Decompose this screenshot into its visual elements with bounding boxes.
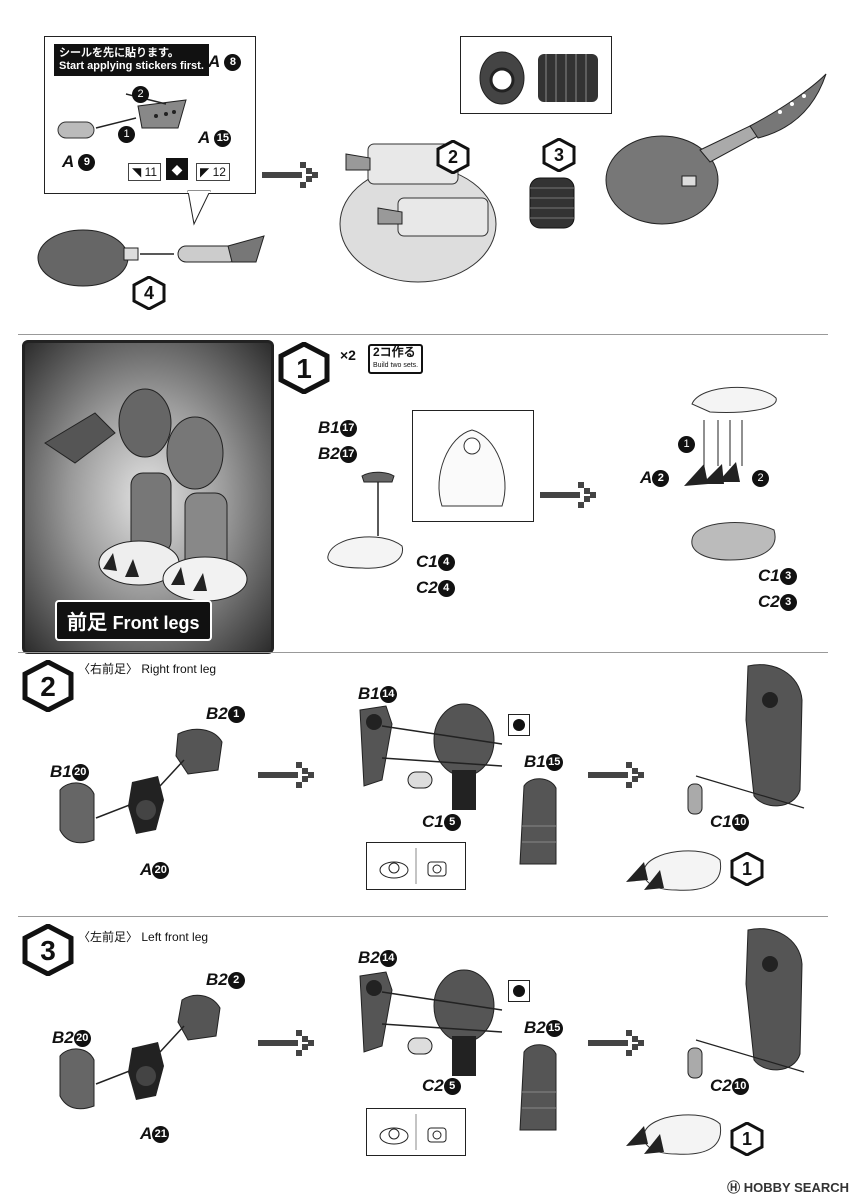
section2-title: 〈右前足〉 Right front leg <box>78 660 216 677</box>
step-hex-section-1: 1 <box>278 342 330 394</box>
svg-text:3: 3 <box>554 145 564 165</box>
step-hex-4: 4 <box>132 276 166 310</box>
assembled-leg-illustration <box>626 664 805 891</box>
sticker-11: ◥ 11 <box>128 163 162 181</box>
flow-arrow <box>258 1030 314 1056</box>
arrow-step-badge-2: 2 <box>752 470 769 488</box>
blade-part-illustration <box>57 93 187 139</box>
socket-marker-icon <box>508 980 530 1002</box>
head-part-illustration <box>37 229 265 287</box>
callout-pointer <box>187 190 211 226</box>
watermark: Ⓗ HOBBY SEARCH <box>727 1180 849 1195</box>
build-two-badge: 2コ作る Build two sets. <box>368 344 424 374</box>
lower-leg-illustration <box>519 1044 557 1131</box>
arrow-step-badge-1: 1 <box>678 436 695 454</box>
section3-title-en: Left front leg <box>141 930 209 944</box>
part-label-a9: A 9 <box>62 152 96 172</box>
tail-illustration <box>605 73 827 225</box>
svg-text:4: 4 <box>144 283 154 303</box>
torso-part-illustration <box>339 143 497 283</box>
build-count: ×2 <box>340 347 356 363</box>
flow-arrow <box>588 762 644 788</box>
step-hex-3: 3 <box>542 138 576 172</box>
svg-text:1: 1 <box>742 859 752 879</box>
assembled-leg-illustration <box>626 928 805 1155</box>
svg-text:2: 2 <box>448 147 458 167</box>
socket-marker-icon <box>508 714 530 736</box>
sticker-12: ◤ 12 <box>196 163 230 181</box>
svg-text:2: 2 <box>40 671 56 702</box>
section-divider <box>18 334 828 335</box>
tail-segment-illustration <box>529 177 575 229</box>
section3-title: 〈左前足〉 Left front leg <box>78 928 208 945</box>
multiplier: ×2 <box>340 347 356 363</box>
shoulder-joint-illustration <box>59 728 223 844</box>
step-hex-section-2: 2 <box>22 660 74 712</box>
ref-step-hex-1: 1 <box>730 1122 764 1156</box>
front-legs-render <box>44 388 248 602</box>
flow-arrow <box>258 762 314 788</box>
flow-arrow <box>588 1030 644 1056</box>
flip-icon: ◆ <box>166 158 188 180</box>
step-hex-section-3: 3 <box>22 924 74 976</box>
flow-arrow <box>262 162 318 188</box>
svg-text:1: 1 <box>742 1129 752 1149</box>
front-legs-photo: 前足 Front legs <box>22 340 274 654</box>
step-hex-2: 2 <box>436 140 470 174</box>
section-divider <box>18 916 828 917</box>
build-two-ja: 2コ作る <box>373 345 416 359</box>
lower-leg-illustration <box>519 778 557 865</box>
part-label-a15: A 15 <box>198 128 232 148</box>
ref-step-hex-1: 1 <box>730 852 764 886</box>
front-legs-label-en: Front legs <box>112 613 200 633</box>
arrow-step-badge-2: 2 <box>132 86 149 104</box>
shoulder-joint-illustration <box>59 994 221 1110</box>
section-divider <box>18 652 828 653</box>
section3-title-ja: 〈左前足〉 <box>78 930 139 944</box>
upper-leg-illustration <box>359 703 503 810</box>
build-two-en: Build two sets. <box>373 362 419 369</box>
ring-detail-icon <box>479 51 598 105</box>
paw-detail-icon <box>438 429 506 507</box>
sticker-note-ja: シールを先に貼ります。 <box>59 47 179 59</box>
front-legs-label: 前足 Front legs <box>55 600 212 641</box>
section2-title-en: Right front leg <box>141 662 217 676</box>
hobby-search-logo-icon: Ⓗ <box>727 1180 741 1195</box>
section2-title-ja: 〈右前足〉 <box>78 662 139 676</box>
sticker-note: シールを先に貼ります。 Start applying stickers firs… <box>54 44 209 76</box>
joint-orientation-icons <box>379 1114 447 1150</box>
svg-text:3: 3 <box>40 935 56 966</box>
front-legs-label-ja: 前足 <box>67 612 107 634</box>
joint-orientation-icons <box>379 848 447 884</box>
upper-leg-illustration <box>359 969 503 1076</box>
paw-assembly-illustration <box>684 386 777 561</box>
part-label-a8: A 8 <box>208 52 242 72</box>
paw-top-illustration <box>327 471 403 569</box>
arrow-step-badge-1: 1 <box>118 126 135 144</box>
flow-arrow <box>540 482 596 508</box>
svg-text:1: 1 <box>296 353 312 384</box>
sticker-note-en: Start applying stickers first. <box>59 60 204 72</box>
